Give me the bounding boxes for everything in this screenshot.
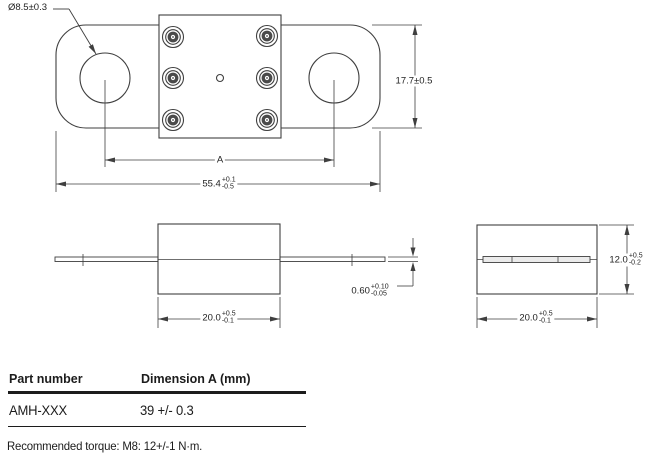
dim-value: 12.0: [609, 254, 628, 266]
dim-tolerance: +0.5-0.1: [538, 310, 553, 324]
dim-arrow: [410, 247, 416, 257]
body-height-label: 17.7±0.5: [393, 75, 435, 87]
table-header-part-number: Part number: [9, 372, 83, 386]
hole-diameter-label: Ø8.5±0.3: [8, 2, 48, 13]
torx-screw: [255, 24, 279, 48]
dim-arrow: [412, 118, 418, 128]
terminal-slot: [482, 256, 591, 263]
dim-value: 55.4: [202, 178, 221, 190]
table-cell-part-number: AMH-XXX: [9, 402, 68, 418]
dim-terminal-thickness: [388, 238, 418, 287]
leader-arrowhead: [88, 44, 96, 54]
plate-center-hole: [215, 73, 225, 83]
dim-arrow: [370, 181, 380, 187]
torx-screw: [161, 25, 185, 49]
table-cell-dimension-a: 39 +/- 0.3: [140, 402, 194, 418]
overall-width-label: 55.4+0.1-0.5: [200, 176, 238, 191]
side-width-label: 20.0+0.5-0.1: [200, 310, 238, 325]
end-view: [476, 224, 634, 328]
dim-value: 0.60: [351, 285, 370, 297]
hole-spacing-label: A: [214, 154, 226, 166]
table-header-dimension-a: Dimension A (mm): [141, 372, 251, 386]
dim-arrow: [624, 284, 630, 294]
torx-screw: [161, 108, 185, 132]
terminal-thickness-label: 0.60+0.10-0.05: [349, 283, 390, 298]
dim-arrow: [270, 316, 280, 322]
dim-tolerance: +0.5-0.2: [628, 252, 643, 266]
dim-arrow: [412, 25, 418, 35]
dim-tolerance: +0.5-0.1: [221, 310, 236, 324]
dim-value: 20.0: [519, 312, 538, 324]
dim-arrow: [158, 316, 168, 322]
dim-arrow: [624, 225, 630, 235]
torx-screw: [161, 66, 185, 90]
dim-arrow: [410, 262, 416, 271]
dim-tolerance: +0.10-0.05: [370, 283, 389, 297]
torque-note: Recommended torque: M8: 12+/-1 N·m.: [7, 439, 203, 453]
table-bottom-rule: [8, 426, 306, 428]
right-terminal-lead: [279, 256, 386, 262]
dim-tolerance: +0.1-0.5: [221, 176, 236, 190]
fuse-block-outline: [157, 223, 281, 295]
dim-arrow: [105, 157, 115, 163]
dim-arrow: [324, 157, 334, 163]
dim-value: 20.0: [202, 312, 221, 324]
torx-screw: [255, 66, 279, 90]
hole-diameter-leader: [53, 8, 97, 55]
table-header-rule: [8, 391, 306, 394]
left-terminal-lead: [54, 256, 159, 262]
top-view: [53, 8, 422, 192]
torx-screw: [255, 108, 279, 132]
side-view: [54, 223, 418, 328]
end-height-label: 12.0+0.5-0.2: [607, 252, 645, 267]
dim-arrow: [587, 316, 597, 322]
dim-arrow: [56, 181, 66, 187]
dim-arrow: [477, 316, 487, 322]
end-width-label: 20.0+0.5-0.1: [517, 310, 555, 325]
